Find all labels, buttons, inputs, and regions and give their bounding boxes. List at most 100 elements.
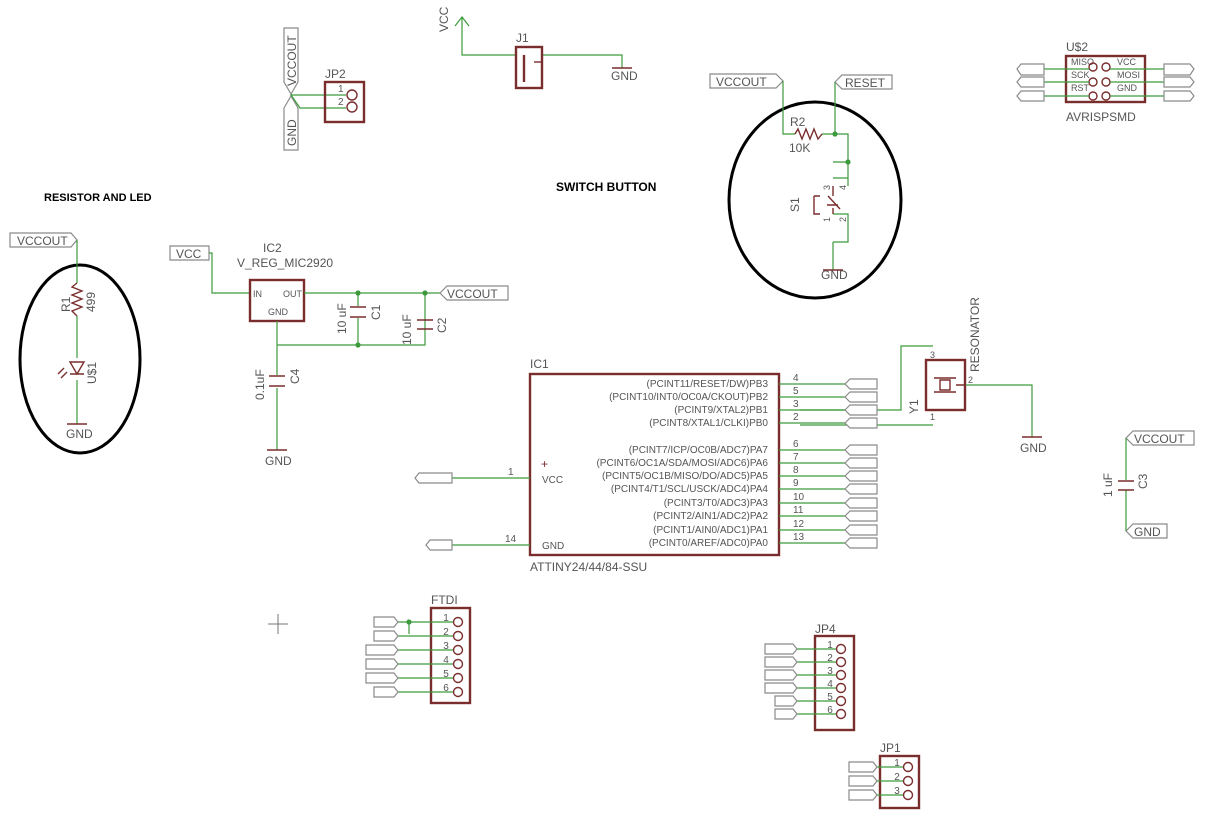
svg-text:GND: GND: [1117, 83, 1138, 93]
net-flag-vccout-c3: [1125, 430, 1195, 446]
net-flag-gnd-c3: [1125, 523, 1168, 539]
capacitor-c3: [1118, 480, 1134, 491]
ic1-pin-number: 3: [793, 399, 799, 410]
jp4-net-flag: [764, 656, 798, 668]
jp1-pin-number: 1: [894, 758, 900, 769]
resonator-symbol: [934, 377, 966, 393]
u2-label: U$2: [1066, 40, 1088, 54]
ic1-pin-label: (PCINT10/INT0/OC0A/CKOUT)PB2: [609, 392, 768, 403]
switch-s1-symbol: [813, 186, 841, 215]
jp4-pin: [835, 656, 847, 668]
resistor-r1: [70, 282, 84, 317]
ic1-pin-number: 7: [793, 452, 799, 463]
net-label-vccout-c3: VCCOUT: [1134, 432, 1185, 446]
attiny-ic1[interactable]: IC1 ATTINY24/44/84-SSU VCC + GND 1 14 (P…: [414, 357, 878, 574]
jp4-body: [813, 634, 856, 732]
jp4-net-flag: [764, 643, 798, 655]
ftdi-pin-number: 3: [443, 641, 449, 652]
y1-label: Y1: [907, 399, 921, 414]
j1-connector[interactable]: VCC GND J1: [437, 6, 638, 90]
ic1-pin-label: (PCINT2/AIN1/ADC2)PA2: [653, 511, 768, 522]
jp1-net-flag: [848, 789, 878, 801]
net-flag-vccout-jp2: [283, 27, 299, 96]
ftdi-pin: [452, 686, 464, 698]
j1-label: J1: [516, 31, 529, 45]
avrisp-header[interactable]: U$2 AVRISPSMD MISO SCK RST VCC MOSI GND: [1016, 40, 1195, 124]
jp1-header[interactable]: JP1 123: [848, 741, 921, 810]
ic1-pin-label: (PCINT7/ICP/OC0B/ADC7)PA7: [629, 445, 769, 456]
ftdi-net-flag: [365, 658, 399, 670]
net-label-gnd-jp2: GND: [285, 119, 299, 146]
ic1-pin-label: (PCINT8/XTAL1/CLKI)PB0: [649, 418, 768, 429]
net-flag-gnd-jp2: [283, 94, 299, 151]
ic1-net-flag: [844, 444, 878, 456]
svg-text:2: 2: [838, 217, 848, 222]
net-label-gnd-y1: GND: [1020, 441, 1047, 455]
net-label-reset: RESET: [845, 76, 886, 90]
heading-switch-button: SWITCH BUTTON: [556, 180, 656, 194]
ic1-pin-label: (PCINT9/XTAL2)PB1: [674, 405, 768, 416]
jp1-pin-number: 3: [894, 786, 900, 797]
ic1-pin-number: 2: [793, 412, 799, 423]
jp4-pin: [835, 682, 847, 694]
ic2-label: IC2: [263, 241, 282, 255]
ftdi-pin-number: 2: [443, 627, 449, 638]
jp4-net-flag: [774, 708, 798, 720]
voltage-regulator-circuit[interactable]: VCC IC2 V_REG_MIC2920 IN OUT GND VCCOUT …: [169, 241, 509, 468]
r1-value: 499: [84, 292, 98, 312]
net-label-vccout-ic2: VCCOUT: [447, 287, 498, 301]
ic1-pin-number: 8: [793, 465, 799, 476]
ic1-net-flag: [844, 483, 878, 495]
c1-label: C1: [369, 304, 383, 320]
net-flag-reset: [834, 74, 893, 90]
ic1-net-flag: [844, 470, 878, 482]
c2-label: C2: [435, 317, 449, 333]
jp2-header[interactable]: VCCOUT GND 1 2 JP2: [283, 27, 366, 151]
heading-resistor-led: RESISTOR AND LED: [44, 192, 152, 204]
ic1-pin-number: 4: [793, 373, 799, 384]
ic1-vcc-label: VCC: [542, 475, 563, 486]
capacitor-c3-circuit[interactable]: VCCOUT GND C3 1 uF: [1101, 430, 1195, 539]
j1-vcc-wire: [461, 17, 516, 56]
ic1-gnd-label: GND: [542, 541, 564, 552]
capacitor-c4: [269, 375, 285, 387]
ftdi-net-flag: [365, 672, 399, 684]
crosshair-cursor-icon: [268, 614, 288, 634]
jp4-pin: [835, 708, 847, 720]
ic1-pin-label: (PCINT6/OC1A/SDA/MOSI/ADC6)PA6: [596, 458, 768, 469]
svg-text:SCK: SCK: [1071, 70, 1090, 80]
resonator-circuit[interactable]: RESONATOR Y1 3 2 1 GND: [800, 297, 1047, 455]
jp4-pin-number: 2: [827, 653, 833, 664]
jp1-label: JP1: [880, 741, 901, 755]
switch-wires: [782, 81, 849, 270]
ic1-net-flag: [844, 417, 878, 429]
svg-text:GND: GND: [268, 307, 289, 317]
jp4-net-flag: [764, 682, 798, 694]
jp1-body: [878, 754, 921, 810]
svg-text:14: 14: [505, 534, 517, 545]
ic1-pin-number: 12: [793, 519, 805, 530]
j1-gnd-wire: [542, 54, 623, 68]
ic1-pin-label: (PCINT1/AIN0/ADC1)PA1: [653, 525, 768, 536]
ic2-value: V_REG_MIC2920: [237, 256, 333, 270]
jp2-pin2-num: 2: [338, 97, 344, 108]
ic1-net-flag: [844, 391, 878, 403]
r1-label: R1: [59, 296, 73, 312]
jp1-net-flag: [848, 775, 878, 787]
resistor-led-circuit[interactable]: VCCOUT R1 499 U$1 GND: [9, 232, 142, 455]
ic1-net-flag: [844, 378, 878, 390]
net-label-vcc-ic2: VCC: [176, 247, 202, 261]
svg-text:3: 3: [822, 185, 832, 190]
ftdi-pin-number: 5: [443, 669, 449, 680]
switch-button-circuit[interactable]: VCCOUT RESET R2 10K S1 3 4 1 2 GND: [709, 73, 903, 300]
ic1-pin-list: (PCINT11/RESET/DW)PB34(PCINT10/INT0/OC0A…: [596, 373, 878, 549]
svg-text:3: 3: [930, 350, 935, 360]
ftdi-body: [429, 606, 472, 705]
resistor-r2: [794, 127, 823, 141]
net-label-gnd-j1: GND: [611, 69, 638, 83]
ftdi-pin: [452, 616, 464, 628]
net-label-vccout-r1: VCCOUT: [17, 234, 68, 248]
